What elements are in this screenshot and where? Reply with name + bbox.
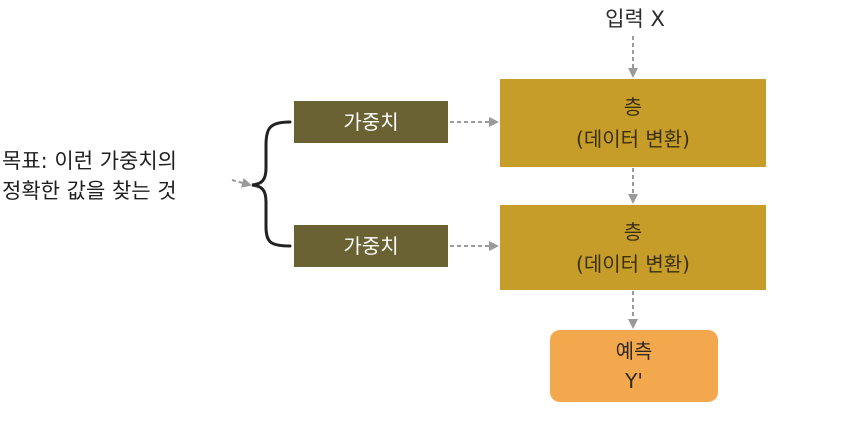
- layer-2-title: 층: [623, 219, 643, 244]
- input-label: 입력 X: [605, 7, 665, 31]
- prediction-value: Y': [625, 369, 643, 393]
- layer-1-title: 층: [623, 95, 643, 119]
- layer-1-subtitle: (데이터 변환): [576, 127, 690, 151]
- curly-brace: [251, 120, 292, 248]
- arrow-goal-to-brace: [231, 178, 252, 188]
- layer-box-2: 층 (데이터 변환): [500, 205, 766, 290]
- prediction-box: 예측 Y': [550, 330, 718, 402]
- prediction-title: 예측: [615, 339, 653, 363]
- goal-line-2: 정확한 값을 찾는 것: [2, 179, 177, 203]
- goal-annotation: 목표: 이런 가중치의 정확한 값을 찾는 것: [2, 146, 242, 206]
- weight-box-2: 가중치: [294, 225, 448, 267]
- goal-line-1: 목표: 이런 가중치의: [2, 149, 177, 173]
- weight-box-1: 가중치: [294, 101, 448, 143]
- layer-2-subtitle: (데이터 변환): [576, 251, 690, 276]
- layer-box-1: 층 (데이터 변환): [500, 79, 766, 167]
